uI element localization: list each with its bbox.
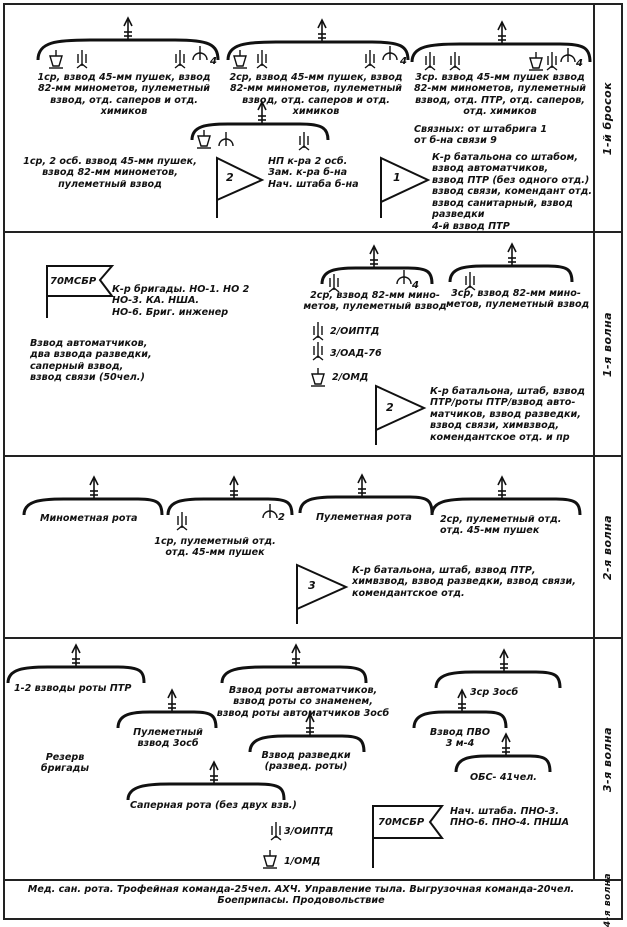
wave2-bn3: К-р батальона, штаб, взвод ПТР, химвзвод… [352, 565, 576, 599]
wave0-arc-1 [36, 38, 220, 61]
wave1-group3: 3ср, взвод 82-мм мино- метов, пулеметный… [446, 288, 590, 311]
wave1-omd: 2/ОМД [332, 372, 369, 383]
wave1-bn2: К-р батальона, штаб, взвод ПТР/роты ПТР/… [430, 386, 585, 443]
wave2-mortar: Минометная рота [40, 513, 138, 524]
diagram-frame [3, 3, 623, 920]
wave0-flag2-number: 2 [226, 171, 234, 184]
wave0-group2-text: 2ср, взвод 45-мм пушек, взвод 82-мм мино… [229, 72, 403, 118]
wave0-bn1-text: К-р батальона со штабом, взвод автоматчи… [432, 152, 592, 221]
wave1-num4: 4 [412, 280, 419, 291]
wave0-bn1-tail: 4-й взвод ПТР [432, 221, 510, 232]
wave1-group2: 2ср, взвод 82-мм мино- метов, пулеметный… [303, 290, 447, 313]
divider-4 [3, 879, 623, 881]
wave3-mgp: Пулеметный взвод 3осб [133, 727, 203, 750]
wave0-liaison-text: Связных: от штабрига 1 от б-на связи 9 [414, 124, 548, 147]
wave2-num2: 2 [278, 512, 285, 523]
divider-1 [3, 231, 623, 233]
wave3-sapper: Саперная рота (без двух взв.) [130, 800, 297, 811]
wave3-reserve: Резерв бригады [40, 752, 90, 775]
wave0-num4a: 4 [210, 56, 217, 67]
wave2-group1: 1ср, пулеметный отд. отд. 45-мм пушек [154, 536, 276, 559]
wave0-group4-text: 1ср, 2 осб. взвод 45-мм пушек, взвод 82-… [23, 156, 197, 190]
divider-3 [3, 637, 623, 639]
wave3-brigade-flag-label: 70МСБР [378, 817, 425, 828]
wave1-brigade-flag-label: 70МСБР [50, 276, 97, 287]
wave1-brigade-hq: К-р бригады. НО-1. НО 2 НО-3. КА. НША. Н… [112, 284, 250, 318]
wave0-group3-text: 3ср. взвод 45-мм пушек взвод 82-мм мином… [413, 72, 587, 118]
wave2-group2: 2ср, пулеметный отд. отд. 45-мм пушек [440, 514, 562, 537]
wave3-pvo: Взвод ПВО 3 м-4 [429, 727, 491, 750]
wave3-recon: Взвод разведки (развед. роты) [261, 750, 351, 773]
wave4-line: Мед. сан. рота. Трофейная команда-25чел.… [27, 884, 575, 907]
wave0-num4c: 4 [576, 58, 583, 69]
wave2-mg: Пулеметная рота [316, 512, 412, 523]
wave0-num4b: 4 [400, 56, 407, 67]
wave3-auto: Взвод роты автоматчиков, взвод роты со з… [216, 685, 390, 719]
wave0-group1-text: 1ср, взвод 45-мм пушек, взвод 82-мм мино… [37, 72, 211, 118]
wave1-optd: 2/ОИПТД [330, 326, 380, 337]
wave1-oad: 3/ОАД-76 [330, 348, 382, 359]
wave1-flag2-number: 2 [386, 401, 394, 414]
wave3-hq: Нач. штаба. ПНО-3. ПНО-6. ПНО-4. ПНША [450, 806, 570, 829]
wave1-attached: Взвод автоматчиков, два взвода разведки,… [30, 338, 152, 384]
wave3-omd: 1/ОМД [284, 856, 321, 867]
wave3-sr3: 3ср 3осб [470, 687, 519, 698]
wave3-optd: 3/ОИПТД [284, 826, 334, 837]
wave3-obs: ОБС- 41чел. [470, 772, 537, 783]
wave-label-column [593, 3, 595, 880]
wave0-np-text: НП к-ра 2 осб. Зам. к-ра б-на Нач. штаба… [268, 156, 359, 190]
divider-2 [3, 455, 623, 457]
wave3-ptr: 1-2 взводы роты ПТР [14, 683, 132, 694]
wave2-flag3-number: 3 [308, 579, 316, 592]
wave0-flag1-number: 1 [393, 171, 401, 184]
